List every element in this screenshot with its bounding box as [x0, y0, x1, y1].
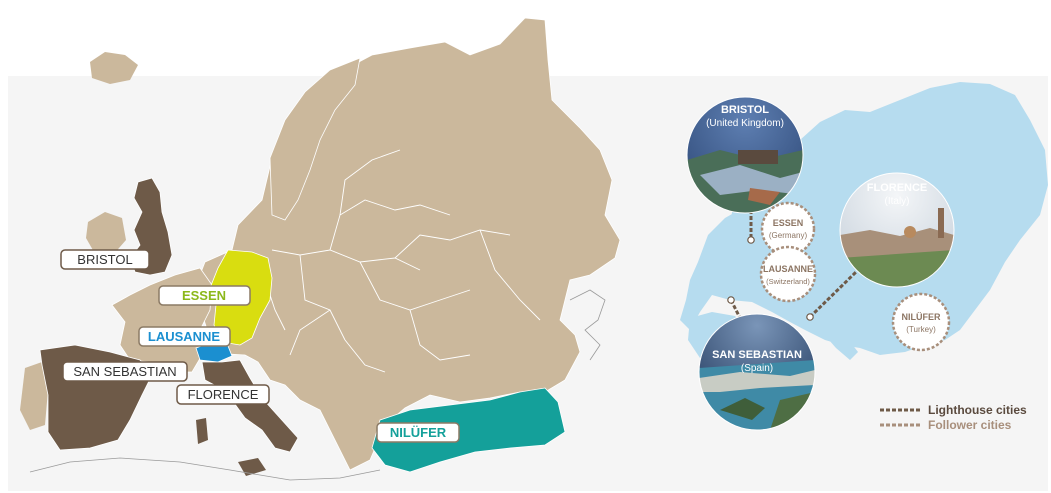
outline-coasts [29, 289, 606, 481]
label-nilufer: NILÜFER [376, 422, 460, 443]
turkey-highlight [371, 387, 566, 473]
bristol-city-name: BRISTOL [721, 104, 769, 116]
label-bristol-text: BRISTOL [77, 252, 132, 267]
lausanne-country-name: (Switzerland) [766, 277, 810, 286]
essen-city-name: ESSEN [773, 218, 804, 228]
san-sebastian-city-name: SAN SEBASTIAN [712, 349, 802, 361]
label-nilufer-text: NILÜFER [390, 425, 447, 440]
sicily [238, 458, 266, 476]
bristol-country-name: (United Kingdom) [706, 118, 784, 129]
label-san-sebastian-text: SAN SEBASTIAN [73, 364, 176, 379]
ireland [86, 212, 126, 256]
label-florence-text: FLORENCE [188, 387, 259, 402]
left-europe-map: BRISTOL ESSEN LAUSANNE SAN SEBASTIAN FLO… [20, 17, 621, 481]
nilufer-follower-circle: NILÜFER (Turkey) [891, 292, 951, 352]
label-san-sebastian: SAN SEBASTIAN [62, 361, 188, 382]
bristol-photo-circle: BRISTOL (United Kingdom) [686, 96, 804, 214]
connectors [727, 210, 858, 321]
sardinia [196, 418, 208, 444]
legend-lighthouse-label: Lighthouse cities [928, 403, 1027, 417]
lausanne-city-name: LAUSANNE [763, 264, 813, 274]
nilufer-country-name: (Turkey) [906, 325, 936, 334]
florence-photo-circle: FLORENCE (Italy) [839, 172, 955, 288]
right-italy [818, 312, 858, 360]
label-lausanne-text: LAUSANNE [148, 329, 221, 344]
portugal [20, 362, 48, 430]
country-borders [264, 149, 541, 373]
essen-country-name: (Germany) [769, 231, 808, 240]
lausanne-follower-circle: LAUSANNE (Switzerland) [759, 245, 817, 303]
florence-city-name: FLORENCE [867, 182, 928, 194]
label-lausanne: LAUSANNE [138, 326, 231, 347]
label-essen-text: ESSEN [182, 288, 226, 303]
label-bristol: BRISTOL [60, 249, 150, 270]
florence-country-name: (Italy) [885, 196, 910, 207]
scandinavia [269, 57, 361, 221]
legend-follower-label: Follower cities [928, 418, 1012, 432]
iceland [90, 52, 138, 84]
label-florence: FLORENCE [176, 384, 270, 405]
nilufer-city-name: NILÜFER [902, 312, 941, 322]
san-sebastian-country-name: (Spain) [741, 363, 773, 374]
san-sebastian-photo-circle: SAN SEBASTIAN (Spain) [698, 313, 816, 431]
label-essen: ESSEN [158, 285, 251, 306]
legend: Lighthouse cities Follower cities [880, 403, 1027, 432]
